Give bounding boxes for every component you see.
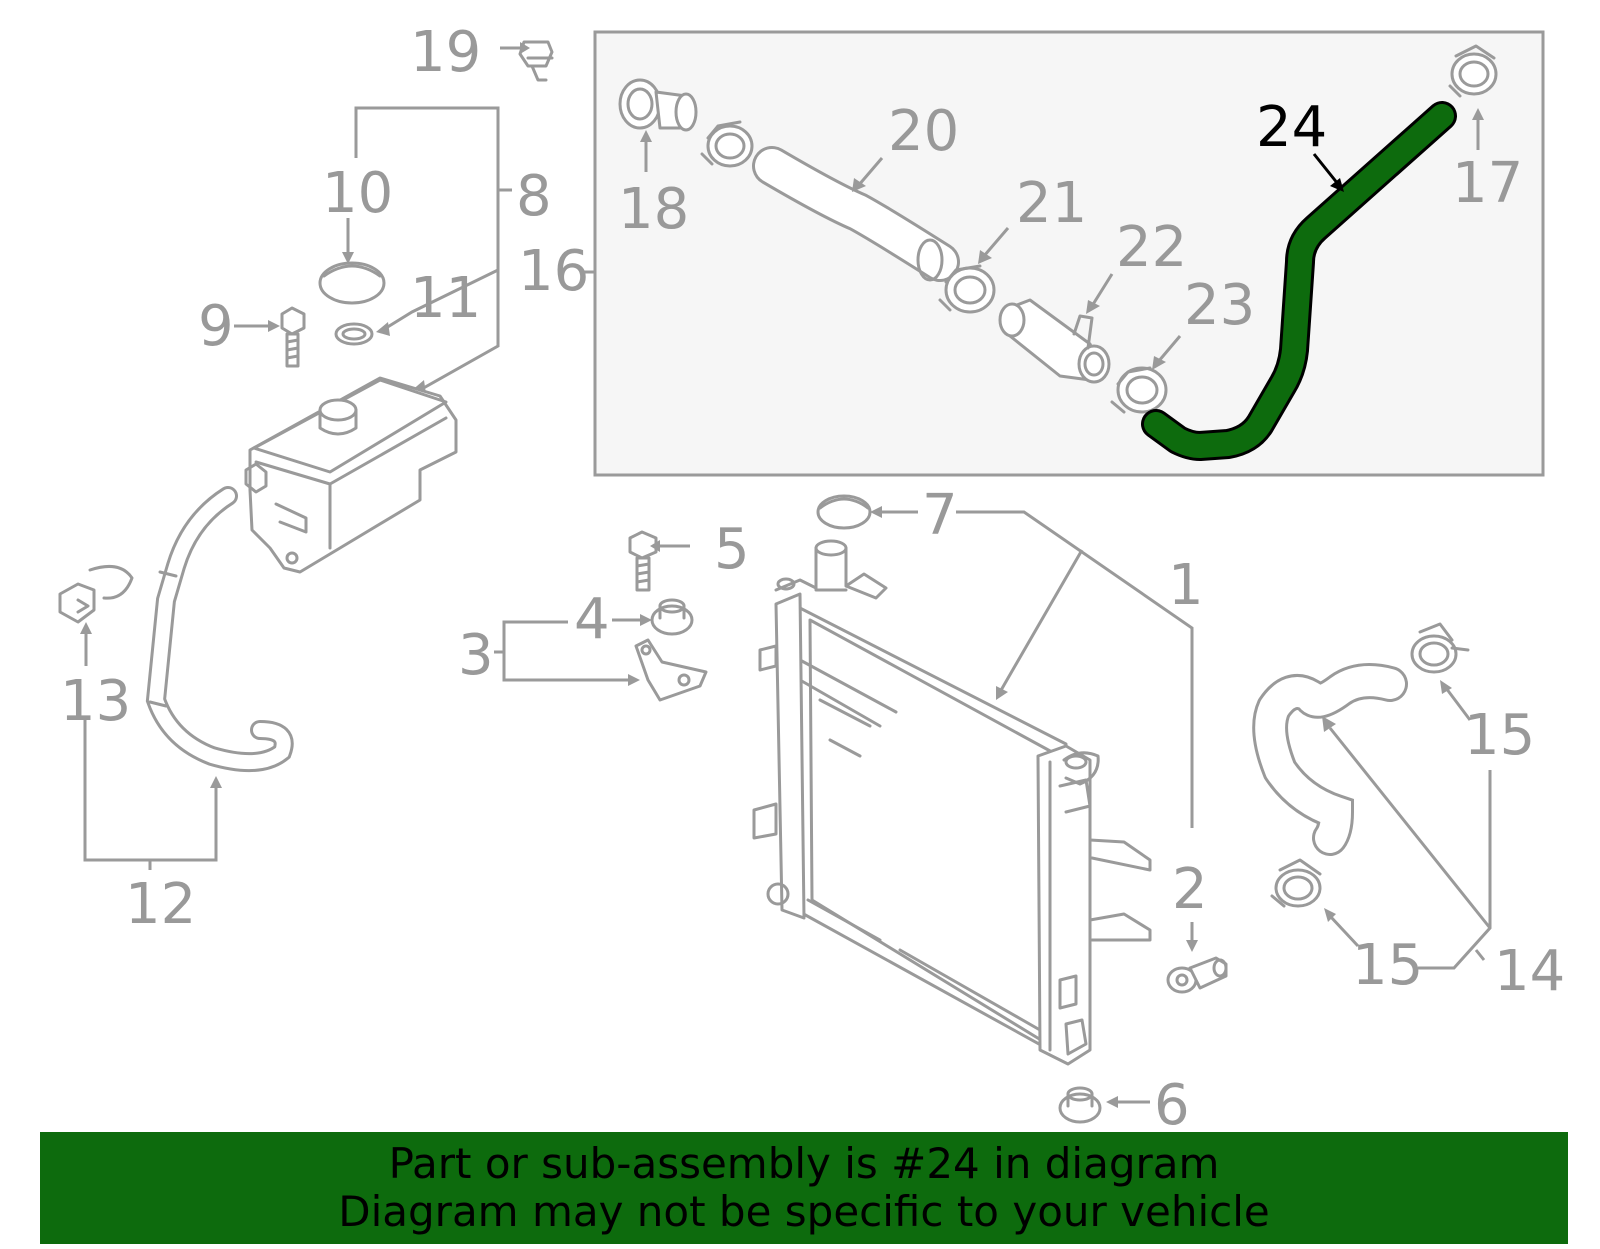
bracket-8 (354, 106, 500, 392)
part-3-bracket (634, 638, 708, 702)
callout-18: 18 (618, 177, 689, 242)
callout-11: 11 (410, 266, 481, 331)
part-5-bolt (628, 530, 658, 592)
callout-17: 17 (1452, 151, 1523, 216)
callout-3: 3 (458, 623, 494, 688)
part-9-bolt (280, 306, 306, 368)
callout-10: 10 (322, 161, 393, 226)
part-15-clamp-upper (1410, 622, 1470, 674)
banner-line-2: Diagram may not be specific to your vehi… (338, 1187, 1270, 1236)
part-1-radiator (752, 539, 1152, 1066)
inset-box-16 (593, 30, 1545, 477)
callout-21: 21 (1016, 171, 1087, 236)
part-24-upper-hose-highlighted (1141, 101, 1457, 461)
callout-19: 19 (410, 20, 481, 85)
callout-12: 12 (125, 872, 196, 937)
clamp-near-18 (700, 120, 754, 168)
part-15-clamp-lower (1270, 858, 1322, 908)
callout-9: 9 (198, 294, 234, 359)
part-17-clamp (1448, 44, 1498, 98)
callout-15-upper: 15 (1464, 703, 1535, 768)
callout-13: 13 (60, 669, 131, 734)
part-6-grommet (1058, 1086, 1102, 1124)
info-banner: Part or sub-assembly is #24 in diagram D… (40, 1132, 1568, 1244)
callout-4: 4 (574, 587, 610, 652)
callout-7: 7 (922, 483, 958, 548)
part-7-cap (816, 494, 872, 530)
callout-23: 23 (1184, 273, 1255, 338)
part-4-grommet (650, 598, 694, 636)
callout-22: 22 (1116, 215, 1187, 280)
part-12-hose (145, 486, 294, 773)
part-10-cap (318, 261, 386, 305)
callout-5: 5 (714, 517, 750, 582)
banner-line-1: Part or sub-assembly is #24 in diagram (388, 1139, 1220, 1188)
part-22-pipe (998, 298, 1111, 384)
part-18-elbow (618, 78, 698, 132)
part-23-clamp (1110, 366, 1168, 414)
part-13-clip (58, 564, 134, 624)
callout-24: 24 (1256, 95, 1327, 160)
callout-6: 6 (1154, 1073, 1190, 1138)
callout-8: 8 (516, 164, 552, 229)
part-11-oring (334, 322, 374, 346)
part-8-reservoir-tank (244, 376, 458, 574)
part-21-clamp (938, 264, 996, 314)
callout-14: 14 (1494, 939, 1565, 1004)
callout-16: 16 (518, 239, 589, 304)
part-20-hose (752, 146, 960, 282)
part-2-drain-plug (1166, 956, 1228, 994)
callout-15-lower: 15 (1352, 933, 1423, 998)
part-14-lower-hose (1252, 663, 1408, 856)
callout-20: 20 (888, 99, 959, 164)
callout-2: 2 (1172, 857, 1208, 922)
callout-1: 1 (1168, 553, 1204, 618)
